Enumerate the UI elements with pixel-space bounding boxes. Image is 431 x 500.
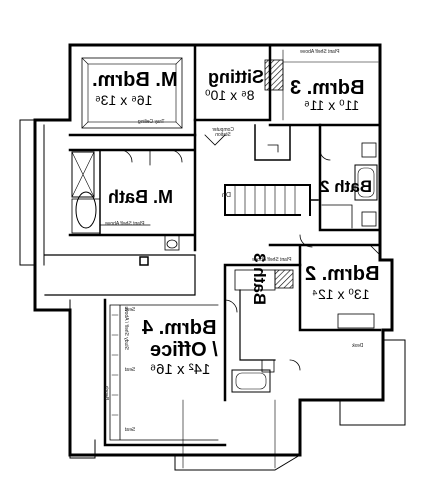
tub-bath3: [231, 369, 271, 393]
toilet-mbath: [164, 234, 180, 251]
roof-line-right: [339, 339, 406, 426]
note-tray-ceiling: Tray Ceiling: [138, 119, 165, 125]
wall-bdrm4: [103, 298, 227, 447]
room-dim-bdrm3: 11⁰ x 11⁶: [304, 97, 360, 113]
wall-bath2: [318, 123, 382, 232]
room-dim-sitting: 8⁶ x 10⁰: [205, 87, 255, 103]
closet-bdrm3: [254, 124, 291, 161]
room-name-sitting: Sitting: [208, 67, 264, 87]
exterior-wall: [33, 43, 394, 457]
note-plant-shelf-mid: Plant Shelf Above: [252, 257, 292, 263]
tub: [75, 191, 97, 229]
note-dn: Dn: [222, 192, 231, 199]
note-plant-shelf-mbath: Plant Shelf Above: [105, 221, 145, 227]
note-computer-station: Computer Station: [212, 127, 234, 138]
room-dim-bdrm4: 14² x 16⁶: [150, 361, 211, 378]
room-dim-m-bdrm: 16⁶ x 13⁶: [95, 92, 153, 108]
wall-bath3: [223, 263, 302, 402]
shelf-bdrm4: [109, 304, 219, 441]
room-name-bdrm2: Bdrm. 2: [305, 263, 380, 285]
room-name-bdrm3: Bdrm. 3: [290, 77, 365, 99]
desk: [337, 313, 375, 329]
room-name-m-bdrm: M. Bdrm.: [92, 69, 178, 91]
note-desk: Desk: [352, 343, 364, 349]
wall-bdrm2: [268, 243, 382, 332]
note-bench: Bench: [103, 385, 109, 400]
toilet-bath2: [361, 142, 377, 158]
note-plant-shelf-top: Plant Shelf Above: [300, 49, 340, 55]
toilet-bath3: [261, 359, 275, 373]
roof-line-bottom: [174, 454, 301, 471]
tub-bath2: [354, 164, 378, 201]
roof-line-bottom-left: [69, 299, 96, 459]
room-name-bdrm4: Bdrm. 4: [142, 317, 217, 339]
tray-ceiling: [81, 57, 183, 129]
note-study-shelf: Study Shelf / Above: [123, 306, 129, 350]
room-name-m-bath: M. Bath: [108, 187, 173, 207]
room-name-office: / Office: [150, 339, 218, 361]
shower: [71, 151, 95, 198]
room-name-bath2: Bath 2: [320, 177, 372, 196]
roof-line-left: [19, 119, 45, 266]
note-seat-mid: Seat: [125, 367, 136, 373]
stair-wall: [224, 184, 311, 216]
note-seat-bottom: Seat: [125, 427, 136, 433]
room-dim-bdrm2: 13⁰ x 12⁴: [312, 286, 370, 302]
hall-wall: [44, 254, 196, 296]
